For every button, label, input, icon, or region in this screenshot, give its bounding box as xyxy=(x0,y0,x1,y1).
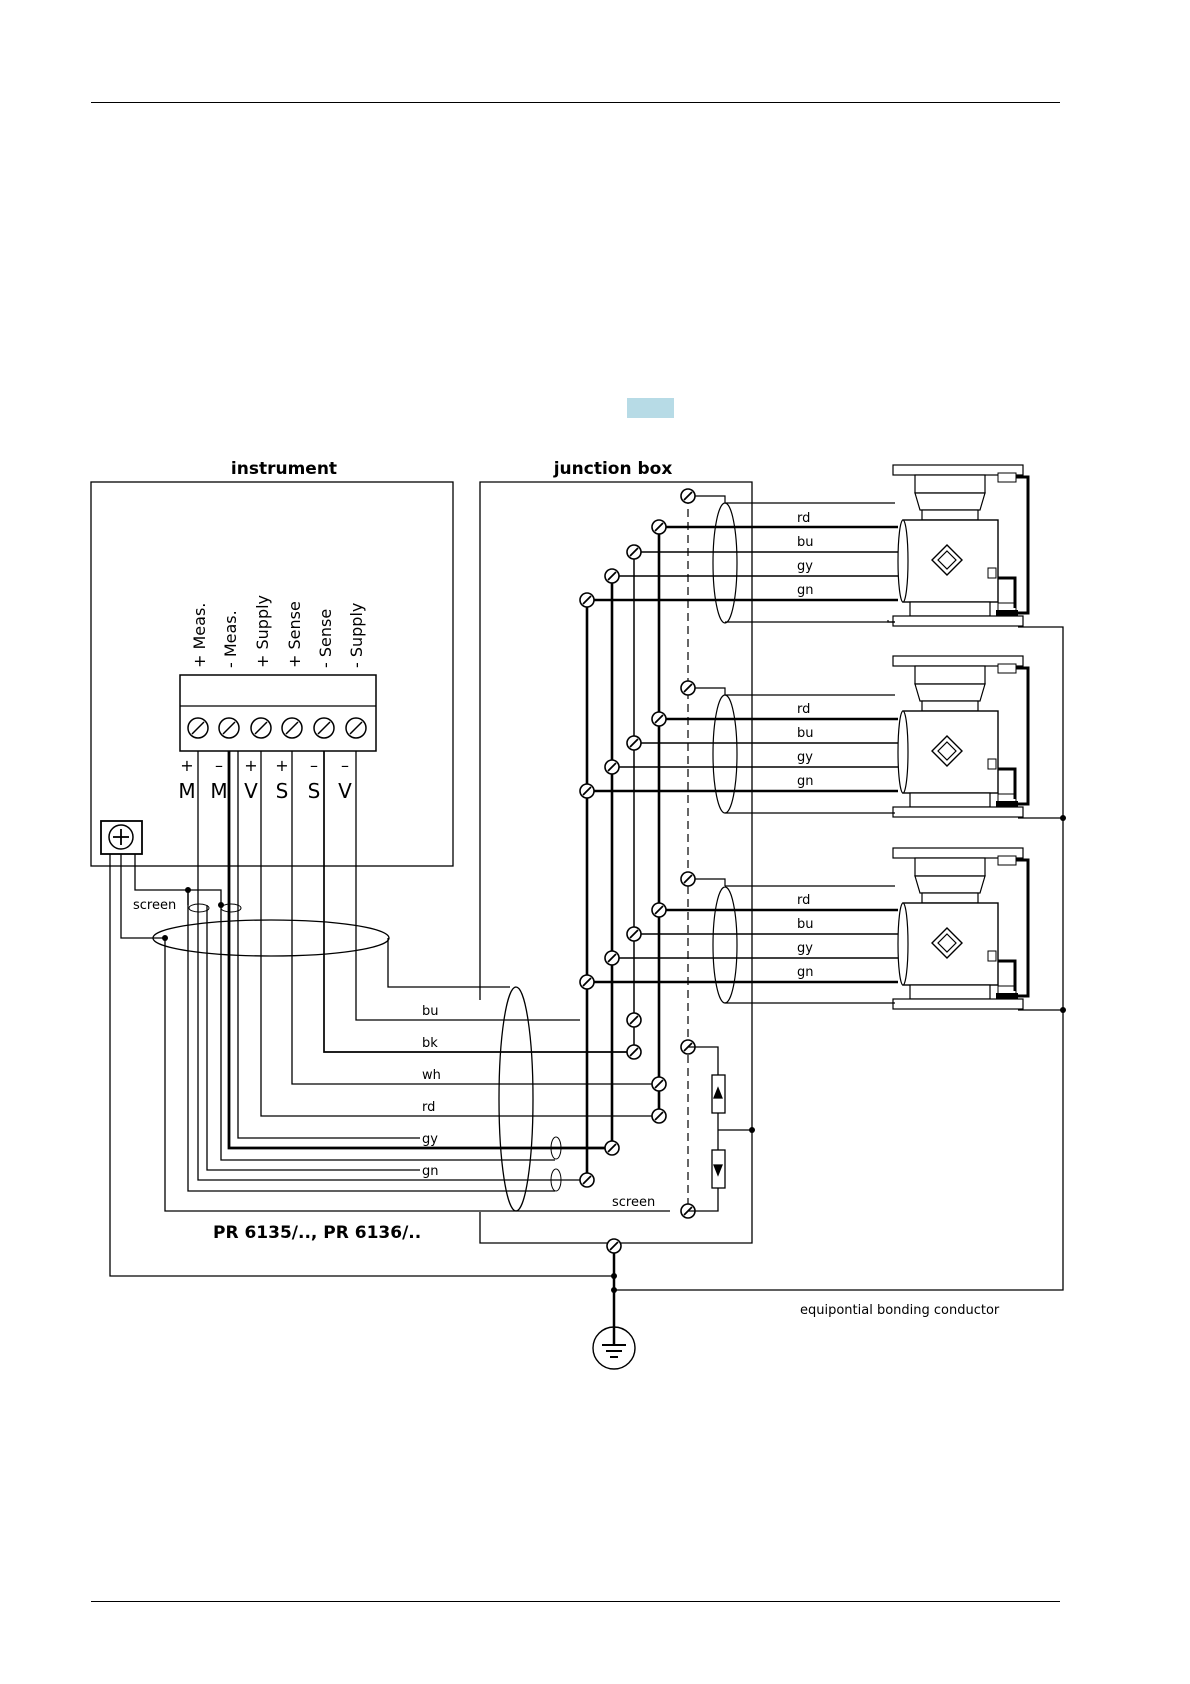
instrument-title: instrument xyxy=(231,459,337,479)
wire-label: gy xyxy=(797,559,813,574)
terminal-letter: S xyxy=(276,779,289,803)
terminal-labels: + Meas. - Meas. + Supply + Sense - Sense… xyxy=(190,595,366,668)
terminal-screw-icon xyxy=(580,489,695,1218)
screen-label: screen xyxy=(612,1195,655,1210)
wire-label: gn xyxy=(797,583,814,598)
terminal-letter: S xyxy=(308,779,321,803)
terminal-label: - Supply xyxy=(347,603,366,668)
terminal-letter: M xyxy=(210,779,227,803)
junction-box-title: junction box xyxy=(553,459,673,479)
load-cell-3 xyxy=(893,848,1028,1009)
instrument-box xyxy=(91,482,453,866)
wire-label: rd xyxy=(797,893,810,908)
terminal-sign: – xyxy=(310,756,318,775)
wire-label: rd xyxy=(422,1100,435,1115)
load-cell-1 xyxy=(893,465,1028,626)
wire-label: gn xyxy=(422,1164,439,1179)
terminal-label: + Meas. xyxy=(190,603,209,668)
wire-label: rd xyxy=(797,702,810,717)
bonding-label: equipontial bonding conductor xyxy=(800,1303,1000,1318)
wire-label: gn xyxy=(797,774,814,789)
cable-model-label: PR 6135/.., PR 6136/.. xyxy=(213,1223,421,1243)
terminal-sign: – xyxy=(215,756,223,775)
busbars xyxy=(587,496,688,1211)
terminal-sign: + xyxy=(275,756,288,775)
surge-arrester-icon xyxy=(688,1047,752,1211)
wire-label: wh xyxy=(422,1068,441,1083)
terminal-letter: V xyxy=(244,779,258,803)
terminal-label: + Sense xyxy=(285,601,304,668)
load-cell-2 xyxy=(893,656,1028,817)
terminal-label: - Sense xyxy=(316,609,335,668)
ground-terminal-icon xyxy=(101,821,142,854)
terminal-letter: V xyxy=(338,779,352,803)
wire-label: bk xyxy=(422,1036,438,1051)
load-cell-cables xyxy=(688,496,895,1003)
terminal-block xyxy=(180,675,376,751)
wire-label: gy xyxy=(422,1132,438,1147)
wire-label: rd xyxy=(797,511,810,526)
terminal-sign: – xyxy=(341,756,349,775)
terminal-label: - Meas. xyxy=(221,610,240,668)
wire-label: bu xyxy=(797,535,814,550)
wire-label: gn xyxy=(797,965,814,980)
wire-label: gy xyxy=(797,941,813,956)
junction-box xyxy=(480,482,752,1243)
wire-label: gy xyxy=(797,750,813,765)
terminal-label: + Supply xyxy=(253,595,272,668)
terminal-letter: M xyxy=(178,779,195,803)
terminal-signs: + – + + – – M M V S S V xyxy=(178,756,352,803)
screen-label: screen xyxy=(133,898,176,913)
wire-label: bu xyxy=(797,917,814,932)
earth-ground-icon xyxy=(593,1327,635,1369)
wire-label: bu xyxy=(797,726,814,741)
terminal-sign: + xyxy=(180,756,193,775)
cable-wire-labels: bu bk wh rd gy gn xyxy=(422,1004,441,1179)
wire-label: bu xyxy=(422,1004,439,1019)
terminal-sign: + xyxy=(244,756,257,775)
